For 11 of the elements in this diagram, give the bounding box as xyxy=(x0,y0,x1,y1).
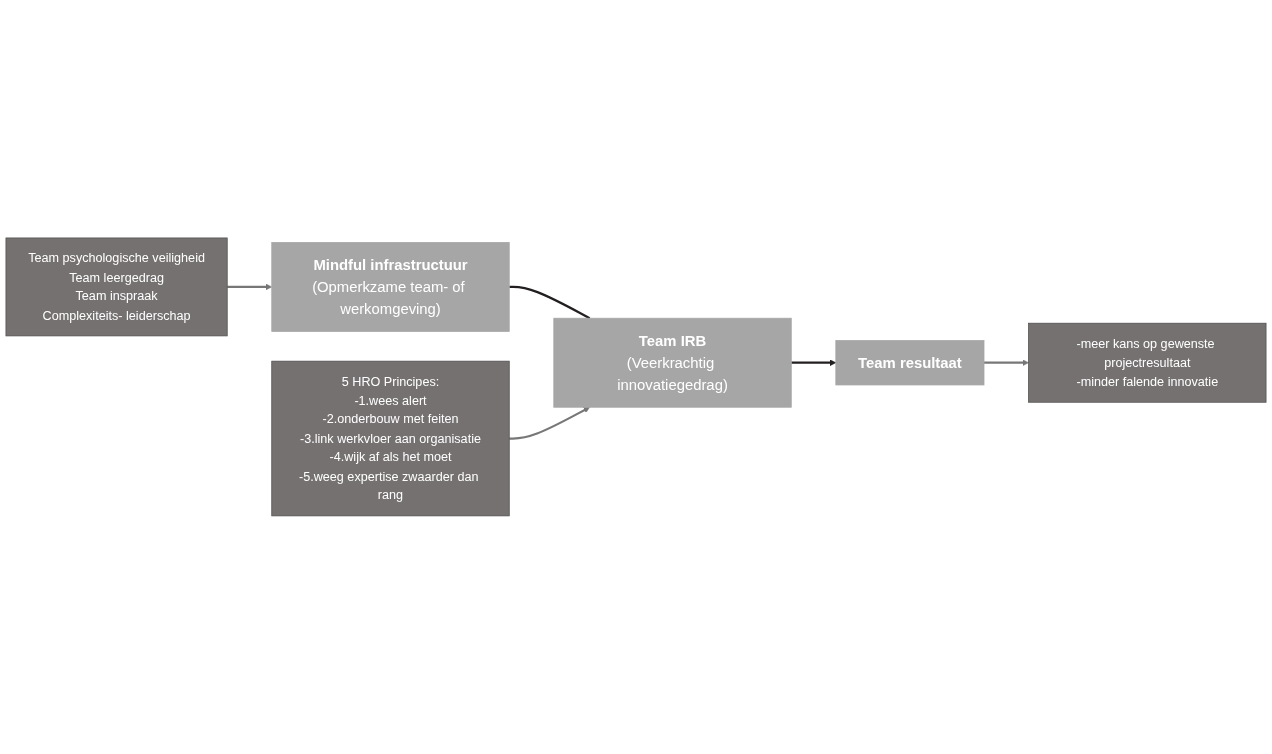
arrow xyxy=(984,359,1029,367)
connector xyxy=(509,285,591,320)
node-box: Team IRB (Veerkrachtig innovatiegedrag) xyxy=(553,317,792,408)
node-box: 5 HRO Principes: -1.wees alert -2.onderbouw met feiten -3.link werkvloer aan organisatie -4.wijk af als het moet -5.weeg expertise zwaarder dan rang xyxy=(271,360,510,517)
arrow xyxy=(509,407,590,440)
node-box: Team resultaat xyxy=(835,340,985,386)
node-box: Mindful infrastructuur (Opmerkzame team- of werkomgeving) xyxy=(271,242,510,332)
arrow xyxy=(791,359,837,367)
node-box: -meer kans op gewenste projectresultaat -minder falende innovatie xyxy=(1028,322,1267,403)
arrow xyxy=(227,283,273,291)
node-box: Team psychologische veiligheid Team leergedrag Team inspraak Complexiteits- leiderschap xyxy=(5,237,228,337)
